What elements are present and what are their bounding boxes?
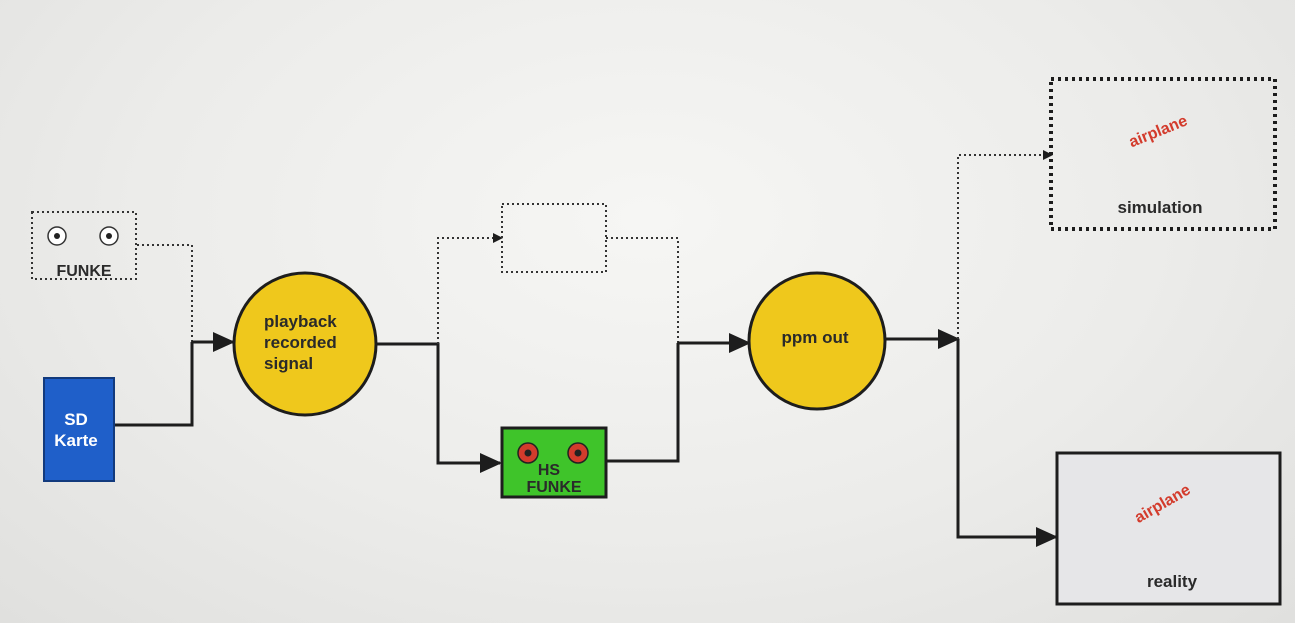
ppm-out-node: ppm out [747, 271, 887, 411]
reality-label: reality [1147, 572, 1198, 591]
playback-label-line2: recorded [264, 333, 337, 352]
sd-to-playback-line [114, 342, 194, 427]
playback-node: playback recorded signal [232, 271, 378, 417]
hs-funke-right-jack-icon [567, 442, 589, 464]
ppm-to-simulation-dotted [957, 150, 1053, 339]
hs-funke-label-line1: HS [538, 462, 561, 479]
empty-box-to-ppm-dotted [606, 237, 679, 343]
funke-label: FUNKE [56, 263, 111, 280]
playback-to-empty-box-dotted [437, 233, 503, 344]
connectors [114, 150, 1058, 547]
simulation-airplane-label: airplane [1127, 112, 1190, 151]
playback-label-line1: playback [264, 312, 337, 331]
hs-funke-node: HS FUNKE [500, 426, 608, 499]
funke-node: FUNKE [31, 211, 137, 280]
sd-karte-label-line1: SD [64, 410, 88, 429]
ppm-out-label: ppm out [781, 328, 848, 347]
sd-karte-node: SD Karte [43, 377, 115, 482]
funke-right-jack-icon [99, 226, 119, 246]
simulation-label: simulation [1117, 198, 1202, 217]
hs-funke-to-ppm-line [606, 343, 680, 463]
hs-funke-left-jack-icon [517, 442, 539, 464]
funke-left-jack-icon [47, 226, 67, 246]
playback-label-line3: signal [264, 354, 313, 373]
hs-funke-label-line2: FUNKE [526, 479, 581, 496]
playback-to-hs-funke-arrow [377, 342, 502, 473]
reality-node: airplane reality [1055, 451, 1282, 606]
funke-to-playback-dotted [137, 244, 193, 342]
simulation-node: airplane simulation [1049, 77, 1277, 231]
empty-dotted-box [501, 203, 607, 273]
sd-karte-label-line2: Karte [54, 431, 97, 450]
ppm-to-reality-arrow [956, 339, 1058, 547]
